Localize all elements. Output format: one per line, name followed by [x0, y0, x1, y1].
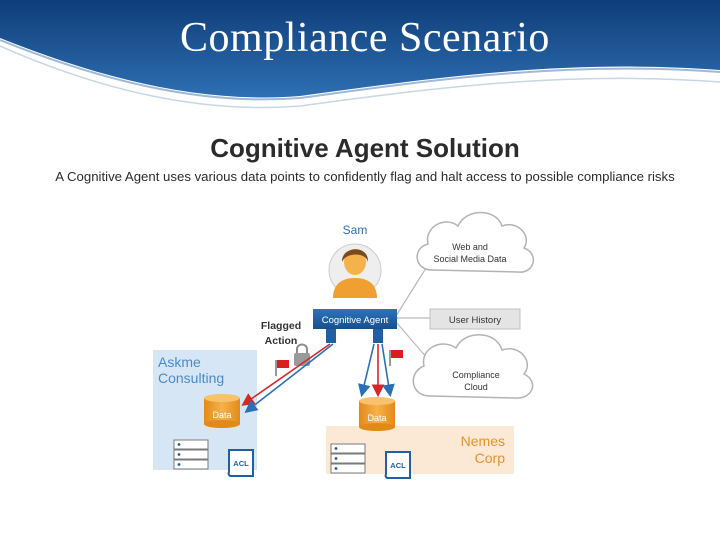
user-history-box	[429, 308, 521, 330]
nemes-corp-line1: Nemes	[461, 433, 505, 449]
acl-right-label: ACL	[390, 461, 406, 470]
diagram-heading: Cognitive Agent Solution	[210, 133, 520, 163]
flagged-arrow-red	[241, 343, 331, 406]
database-left-label: Data	[212, 410, 231, 420]
compliance-cloud-line2: Cloud	[464, 382, 488, 392]
access-arrow-blue-a	[358, 343, 375, 398]
acl-left-label: ACL	[233, 459, 249, 468]
title-banner	[0, 0, 720, 109]
acl-document-left-icon	[227, 449, 254, 477]
askme-consulting-line1: Askme	[158, 354, 201, 370]
nemes-corp-line2: Corp	[475, 450, 506, 466]
cognitive-agent-label: Cognitive Agent	[322, 315, 389, 326]
web-social-cloud-line1: Web and	[452, 242, 488, 252]
flagged-action-line1: Flagged	[261, 320, 301, 332]
server-rack-left-icon	[173, 439, 209, 470]
compliance-cloud-icon	[412, 334, 534, 399]
database-right-icon	[359, 397, 395, 431]
red-flag-right-icon	[389, 350, 403, 366]
askme-consulting-line2: Consulting	[158, 370, 224, 386]
server-rack-right-icon	[330, 443, 366, 474]
flagged-arrow-blue	[244, 343, 334, 413]
lock-icon	[294, 343, 310, 366]
acl-document-right-icon	[384, 451, 411, 479]
diagram-subheading: A Cognitive Agent uses various data poin…	[55, 169, 675, 184]
web-social-cloud-icon	[416, 211, 535, 273]
slide-title: Compliance Scenario	[180, 15, 550, 61]
access-arrow-blue-b	[381, 343, 395, 398]
compliance-cloud-line1: Compliance	[452, 370, 500, 380]
sam-label: Sam	[343, 223, 368, 237]
user-history-label: User History	[449, 315, 502, 326]
sam-avatar-icon	[328, 243, 382, 298]
flagged-action-line2: Action	[265, 335, 298, 347]
cognitive-agent-box	[313, 309, 397, 343]
web-social-cloud-line2: Social Media Data	[433, 254, 506, 264]
red-flag-left-icon	[275, 360, 289, 376]
database-right-label: Data	[367, 413, 386, 423]
database-left-icon	[204, 394, 240, 428]
